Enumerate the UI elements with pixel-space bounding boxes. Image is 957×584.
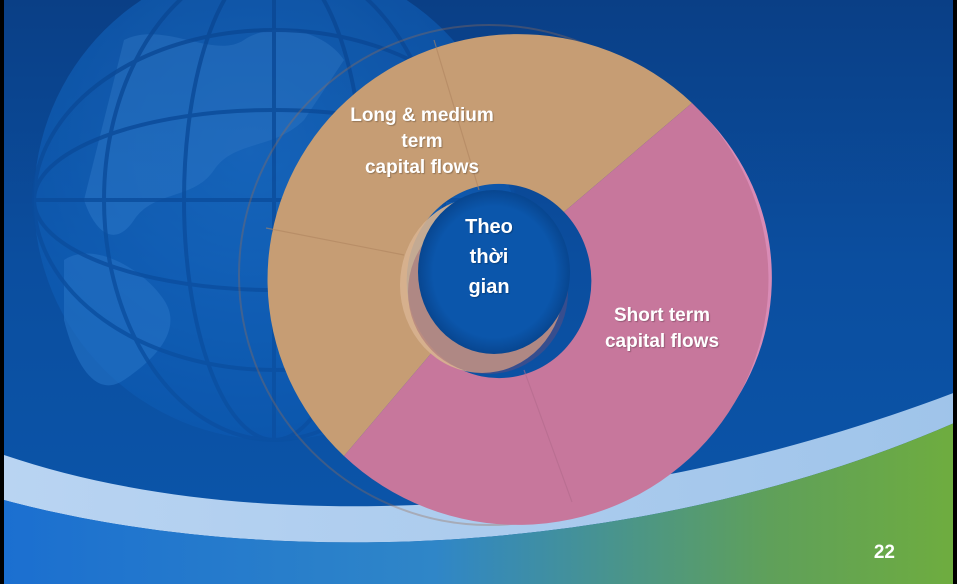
- segment-label-short-term: Short term capital flows: [582, 303, 742, 355]
- segment-dividers-short: [523, 369, 573, 503]
- page-number: 22: [873, 542, 895, 563]
- center-label-line: Theo: [465, 216, 513, 238]
- center-label-line: gian: [468, 276, 510, 298]
- label-line: Long & medium: [350, 105, 494, 126]
- donut-hole: [418, 190, 570, 354]
- label-line: capital flows: [604, 331, 720, 352]
- bottom-band: [4, 423, 953, 584]
- center-label: Theo thời gian: [444, 212, 534, 302]
- label-line: Short term: [613, 305, 711, 326]
- center-label-line: thời: [469, 246, 509, 268]
- label-line: capital flows: [364, 157, 480, 178]
- segment-dividers: [265, 39, 480, 256]
- segment-short-term[interactable]: [344, 103, 769, 525]
- segment-long-medium-term[interactable]: [267, 34, 692, 457]
- bottom-swoosh-light: [4, 393, 953, 543]
- donut-diagram: [238, 24, 772, 526]
- segment-label-long-medium-term: Long & medium term capital flows: [322, 103, 522, 181]
- label-line: term: [401, 131, 443, 152]
